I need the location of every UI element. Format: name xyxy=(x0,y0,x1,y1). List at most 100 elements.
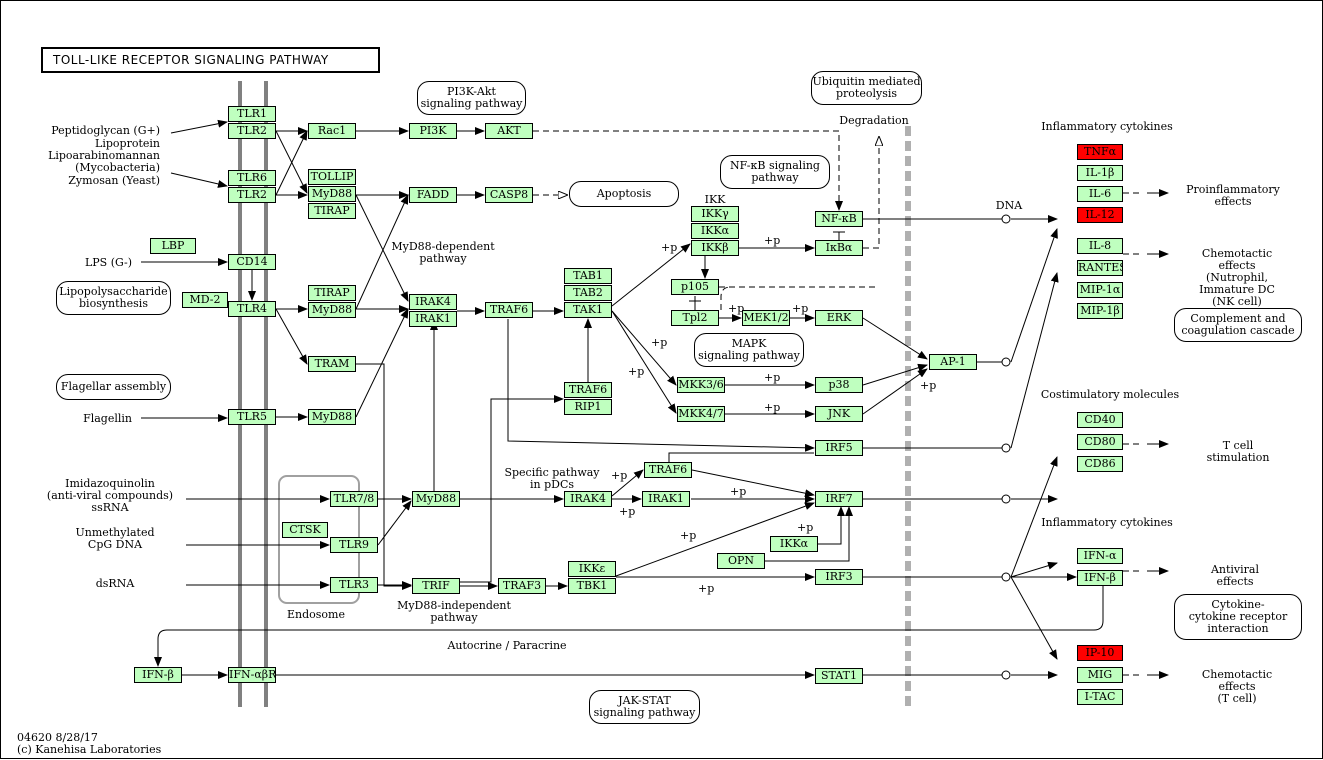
gene-irak4b[interactable]: IRAK4 xyxy=(564,491,612,507)
gene-tlr9[interactable]: TLR9 xyxy=(330,537,378,553)
ubiquitin-map[interactable]: Ubiquitin mediated proteolysis xyxy=(811,71,922,105)
gene-ip10[interactable]: IP-10 xyxy=(1077,645,1123,661)
gene-tlr4[interactable]: TLR4 xyxy=(228,301,276,317)
gene-il12[interactable]: IL-12 xyxy=(1077,207,1123,223)
gene-rantes[interactable]: RANTES xyxy=(1077,260,1123,276)
gene-traf6b[interactable]: TRAF6 xyxy=(564,382,612,398)
gene-ifnb2[interactable]: IFN-β xyxy=(1077,570,1123,586)
gene-tab2[interactable]: TAB2 xyxy=(564,285,612,301)
gene-tollip[interactable]: TOLLIP xyxy=(308,169,356,185)
gene-mkk47[interactable]: MKK4/7 xyxy=(677,406,725,422)
gene-tlr3[interactable]: TLR3 xyxy=(330,577,378,593)
gene-il1b[interactable]: IL-1β xyxy=(1077,165,1123,181)
lbl-ikk: IKK xyxy=(704,193,726,206)
gene-p38[interactable]: p38 xyxy=(815,377,863,393)
gene-stat1[interactable]: STAT1 xyxy=(815,668,863,684)
gene-tlr5[interactable]: TLR5 xyxy=(228,409,276,425)
complement-map[interactable]: Complement and coagulation cascade xyxy=(1174,308,1302,342)
gene-rac1[interactable]: Rac1 xyxy=(308,123,356,139)
gene-cd14[interactable]: CD14 xyxy=(228,254,276,270)
gene-md2[interactable]: MD-2 xyxy=(182,292,228,308)
gene-myd88c[interactable]: MyD88 xyxy=(308,409,356,425)
gene-tlr2a[interactable]: TLR2 xyxy=(228,123,276,139)
lps-bio-map[interactable]: Lipopolysaccharide biosynthesis xyxy=(56,281,171,315)
pathway-title: TOLL-LIKE RECEPTOR SIGNALING PATHWAY xyxy=(41,47,380,73)
gene-casp8[interactable]: CASP8 xyxy=(485,187,533,203)
gene-il6[interactable]: IL-6 xyxy=(1077,186,1123,202)
gene-tlr2b[interactable]: TLR2 xyxy=(228,187,276,203)
gene-tlr6[interactable]: TLR6 xyxy=(228,170,276,186)
gene-mip1a[interactable]: MIP-1α xyxy=(1077,282,1123,298)
footer-id: 04620 8/28/17 xyxy=(17,731,98,744)
gene-tram[interactable]: TRAM xyxy=(308,356,356,372)
ligand-imidazo: Imidazoquinolin (anti-viral compounds) s… xyxy=(46,477,174,514)
footer-copyright: (c) Kanehisa Laboratories xyxy=(17,743,162,756)
gene-irf7[interactable]: IRF7 xyxy=(815,491,863,507)
gene-irf3[interactable]: IRF3 xyxy=(815,569,863,585)
gene-tab1[interactable]: TAB1 xyxy=(564,268,612,284)
gene-ctsk[interactable]: CTSK xyxy=(282,522,328,538)
gene-irak4a[interactable]: IRAK4 xyxy=(409,294,457,310)
gene-mip1b[interactable]: MIP-1β xyxy=(1077,303,1123,319)
nfkb-map[interactable]: NF-κB signaling pathway xyxy=(720,155,830,189)
gene-irf5[interactable]: IRF5 xyxy=(815,440,863,456)
gene-cd86[interactable]: CD86 xyxy=(1077,456,1123,472)
gene-traf6a[interactable]: TRAF6 xyxy=(485,302,533,318)
cytokine-map[interactable]: Cytokine- cytokine receptor interaction xyxy=(1174,594,1302,640)
gene-tlr1[interactable]: TLR1 xyxy=(228,106,276,122)
gene-myd88a[interactable]: MyD88 xyxy=(308,186,356,202)
gene-ikka2[interactable]: IKKα xyxy=(770,536,818,552)
gene-ifnb1[interactable]: IFN-β xyxy=(134,667,182,683)
gene-tpl2[interactable]: Tpl2 xyxy=(671,310,719,326)
gene-tirapa[interactable]: TIRAP xyxy=(308,203,356,219)
gene-fadd[interactable]: FADD xyxy=(409,187,457,203)
lbl-degradation: Degradation xyxy=(839,114,909,127)
gene-ifna[interactable]: IFN-α xyxy=(1077,548,1123,564)
gene-irak1b[interactable]: IRAK1 xyxy=(642,491,690,507)
gene-ikkb[interactable]: IKKβ xyxy=(691,240,739,256)
gene-ifnabr[interactable]: IFN-αβR xyxy=(228,667,276,683)
lbl-inflam2: Inflammatory cytokines xyxy=(1041,516,1173,529)
gene-traf6c[interactable]: TRAF6 xyxy=(644,462,692,478)
lbl-dna: DNA xyxy=(995,199,1023,212)
gene-ikke[interactable]: IKKε xyxy=(568,561,616,577)
gene-pi3k[interactable]: PI3K xyxy=(409,123,457,139)
gene-mkk36[interactable]: MKK3/6 xyxy=(677,377,725,393)
gene-itac[interactable]: I-TAC xyxy=(1077,689,1123,705)
gene-nfkb[interactable]: NF-κB xyxy=(815,211,863,227)
gene-lbp[interactable]: LBP xyxy=(150,238,196,254)
gene-tbk1[interactable]: TBK1 xyxy=(568,578,616,594)
gene-tirapb[interactable]: TIRAP xyxy=(308,285,356,301)
gene-ikka[interactable]: IKKα xyxy=(691,223,739,239)
phospho-label: +p xyxy=(797,521,814,534)
gene-erk[interactable]: ERK xyxy=(815,310,863,326)
gene-tnfa[interactable]: TNFα xyxy=(1077,144,1123,160)
gene-trif[interactable]: TRIF xyxy=(412,578,460,594)
gene-ikba[interactable]: IκBα xyxy=(815,240,863,256)
gene-il8[interactable]: IL-8 xyxy=(1077,238,1123,254)
gene-ikkg[interactable]: IKKγ xyxy=(691,206,739,222)
phospho-label: +p xyxy=(920,379,937,392)
gene-myd88d[interactable]: MyD88 xyxy=(412,491,460,507)
gene-tlr78[interactable]: TLR7/8 xyxy=(330,491,378,507)
gene-mek12[interactable]: MEK1/2 xyxy=(742,310,790,326)
gene-p105[interactable]: p105 xyxy=(671,279,719,295)
pi3k-akt-map[interactable]: PI3K-Akt signaling pathway xyxy=(417,81,526,115)
gene-opn[interactable]: OPN xyxy=(717,553,765,569)
ligand-dsrna: dsRNA xyxy=(95,577,135,590)
apoptosis-map[interactable]: Apoptosis xyxy=(569,181,679,207)
gene-akt[interactable]: AKT xyxy=(485,123,533,139)
gene-mig[interactable]: MIG xyxy=(1077,667,1123,683)
gene-rip1[interactable]: RIP1 xyxy=(564,399,612,415)
flagellar-map[interactable]: Flagellar assembly xyxy=(56,374,171,400)
mapk-map[interactable]: MAPK signaling pathway xyxy=(694,333,804,367)
gene-cd80[interactable]: CD80 xyxy=(1077,434,1123,450)
gene-cd40[interactable]: CD40 xyxy=(1077,412,1123,428)
gene-jnk[interactable]: JNK xyxy=(815,406,863,422)
gene-myd88b[interactable]: MyD88 xyxy=(308,302,356,318)
gene-irak1a[interactable]: IRAK1 xyxy=(409,311,457,327)
jakstat-map[interactable]: JAK-STAT signaling pathway xyxy=(589,690,700,724)
gene-ap1[interactable]: AP-1 xyxy=(929,354,977,370)
gene-tak1[interactable]: TAK1 xyxy=(564,302,612,318)
gene-traf3[interactable]: TRAF3 xyxy=(498,578,546,594)
